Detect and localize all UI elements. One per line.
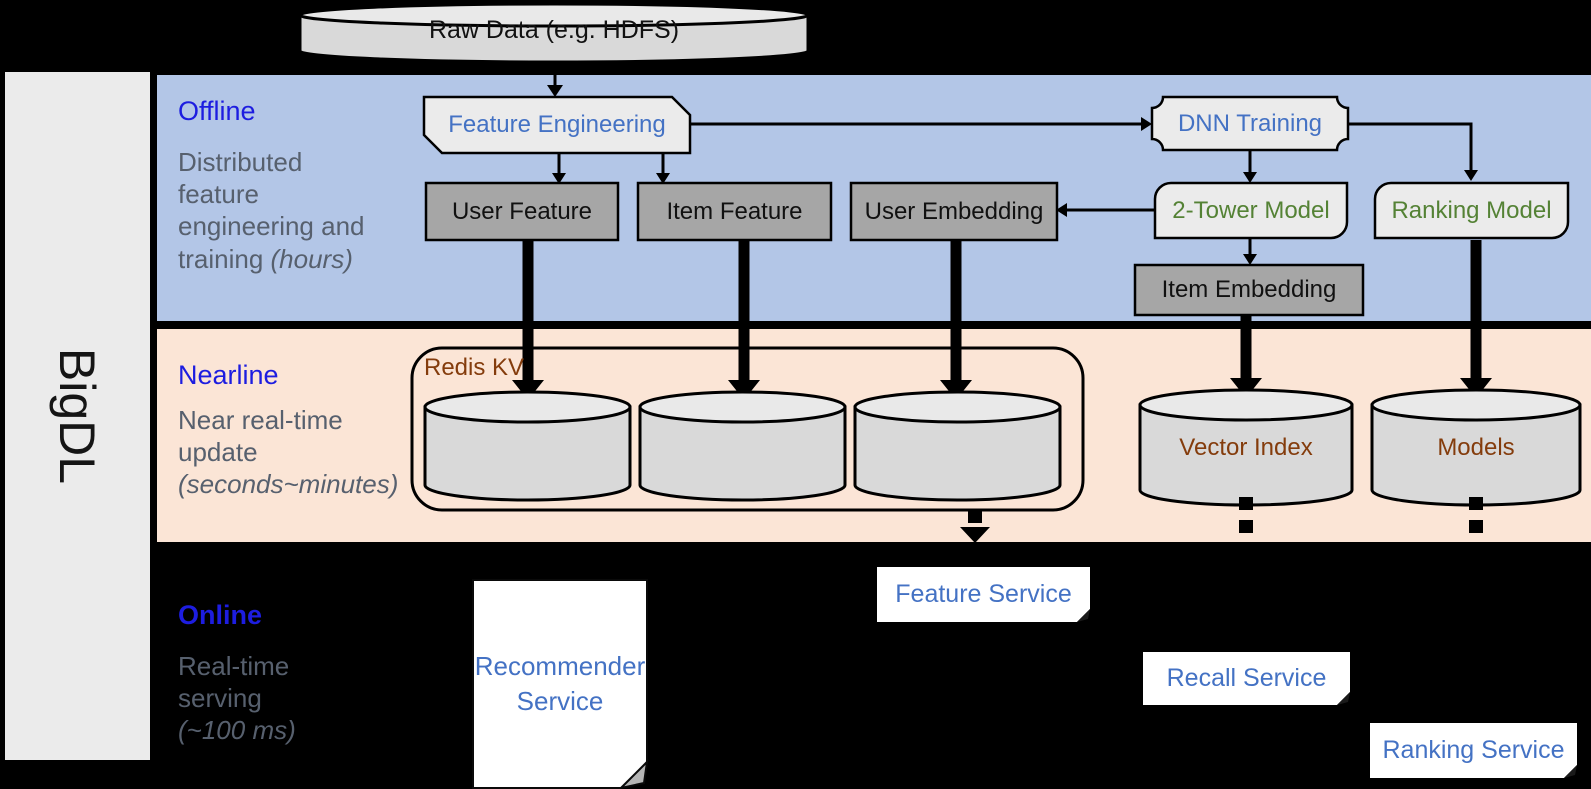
- recommender-service-label: Recommender Service: [473, 580, 647, 788]
- online-desc-line3: (~100 ms): [178, 715, 296, 746]
- dnn-training-label: DNN Training: [1177, 109, 1323, 137]
- offline-desc-line4: training (hours): [178, 243, 353, 274]
- models-label: Models: [1437, 433, 1515, 461]
- nearline-desc-line1: Near real-time: [178, 405, 343, 435]
- ranking-service-label: Ranking Service: [1382, 736, 1565, 765]
- arrow-dnn-to-ranking-model: [1348, 122, 1478, 181]
- thick-arrow-item-feature-to-redis: [728, 240, 760, 400]
- ranking-model-label: Ranking Model: [1391, 196, 1552, 224]
- offline-desc-line1: Distributed: [178, 147, 303, 177]
- online-desc-line2: serving: [178, 683, 262, 714]
- arrow-fe-to-dnn: [690, 117, 1152, 131]
- nearline-desc-line2: update: [178, 437, 258, 468]
- feature-engineering-shape: [422, 95, 692, 155]
- ranking-model-shape: [1373, 181, 1570, 240]
- recommender-service-line2: Service: [516, 686, 604, 716]
- nearline-title: Nearline: [178, 360, 279, 390]
- offline-title: Offline: [178, 96, 256, 126]
- raw-data-label: Raw Data (e.g. HDFS): [428, 15, 680, 44]
- vector-index-cylinder: [1138, 388, 1354, 507]
- vector-index-label: Vector Index: [1179, 433, 1313, 461]
- redis-kv-label: Redis KV: [424, 354, 525, 382]
- user-feature-box: [424, 181, 620, 242]
- item-feature-label: Item Feature: [666, 197, 803, 225]
- recommender-service-line1: Recommender: [474, 650, 646, 681]
- online-desc-line1: Real-time: [178, 651, 290, 681]
- redis-cylinder-1: [423, 390, 632, 502]
- item-feature-box: [636, 181, 833, 242]
- offline-desc-line3: engineering and: [178, 211, 365, 242]
- models-cylinder: [1370, 388, 1582, 507]
- feature-engineering-label: Feature Engineering: [448, 111, 666, 139]
- two-tower-model-label: 2-Tower Model: [1172, 196, 1330, 224]
- arrow-fe-to-item-feature: [656, 153, 670, 184]
- offline-desc-line2: feature: [178, 179, 259, 210]
- user-feature-label: User Feature: [451, 197, 593, 225]
- online-title: Online: [178, 600, 263, 630]
- arrow-fe-to-user-feature: [552, 153, 566, 184]
- arrow-two-tower-to-item-embedding: [1243, 238, 1257, 265]
- arrow-rawdata-to-feature-engineering: [547, 62, 563, 97]
- arrow-dnn-to-two-tower: [1243, 150, 1257, 183]
- recommender-service-document: [472, 579, 649, 789]
- dashed-arrow-redis-to-feature-service: [960, 511, 990, 543]
- thick-arrow-user-embedding-to-redis: [940, 240, 972, 400]
- thick-arrow-user-feature-to-redis: [512, 240, 544, 400]
- ranking-service-box: [1370, 723, 1577, 778]
- thick-arrow-item-embedding-to-vector-index: [1230, 315, 1262, 398]
- bigdl-sidebar: BigDL: [5, 72, 150, 760]
- thick-arrow-ranking-model-to-models: [1460, 240, 1492, 398]
- dashed-arrow-vector-index-to-recall: [1239, 497, 1253, 533]
- dnn-training-shape: [1150, 95, 1350, 152]
- offline-description: Distributed feature engineering and trai…: [178, 146, 418, 275]
- recall-service-box: [1143, 652, 1350, 705]
- redis-cylinder-2: [638, 390, 847, 502]
- two-tower-model-shape: [1153, 181, 1349, 240]
- raw-data-cylinder: [298, 2, 810, 64]
- arrow-two-tower-to-user-embedding: [1056, 203, 1155, 217]
- feature-service-label: Feature Service: [895, 580, 1072, 609]
- nearline-desc-line3: (seconds~minutes): [178, 469, 399, 500]
- feature-service-box: [877, 567, 1090, 622]
- redis-cylinder-3: [853, 390, 1062, 502]
- user-embedding-label: User Embedding: [864, 197, 1044, 225]
- user-embedding-box: [849, 181, 1059, 242]
- online-description: Real-time serving (~100 ms): [178, 650, 418, 747]
- item-embedding-label: Item Embedding: [1161, 276, 1337, 304]
- item-embedding-box: [1133, 263, 1365, 317]
- dashed-arrow-models-to-ranking: [1469, 497, 1483, 533]
- nearline-description: Near real-time update (seconds~minutes): [178, 404, 428, 501]
- recall-service-label: Recall Service: [1166, 664, 1327, 693]
